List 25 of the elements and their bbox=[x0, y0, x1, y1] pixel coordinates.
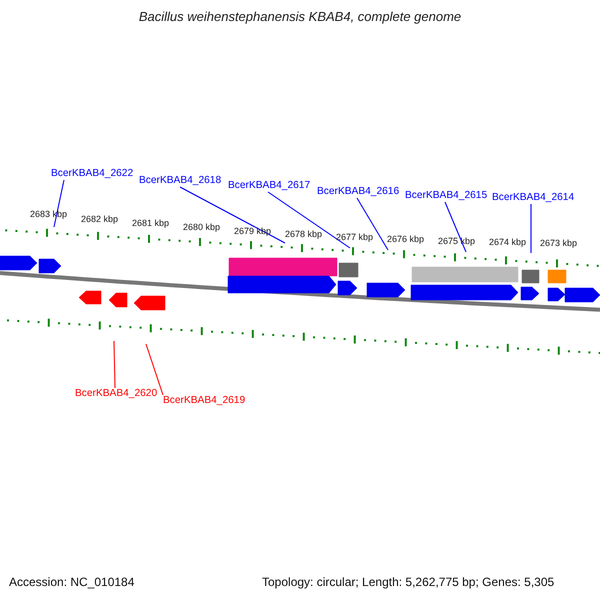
footer-text: Accession: NC_010184 bbox=[9, 575, 134, 589]
scale-label: 2676 kbp bbox=[387, 235, 424, 244]
leader-line bbox=[356, 198, 388, 250]
gene-label: BcerKBAB4_2616 bbox=[317, 186, 400, 198]
gene-label: BcerKBAB4_2620 bbox=[75, 388, 158, 400]
gene-label: BcerKBAB4_2617 bbox=[228, 180, 310, 192]
scale-label: 2677 kbp bbox=[336, 233, 374, 242]
gene-label: BcerKBAB4_2622 bbox=[51, 168, 134, 180]
leader-line bbox=[444, 202, 466, 252]
leader-line bbox=[268, 192, 350, 248]
leader-line bbox=[146, 344, 164, 396]
gene-label: BcerKBAB4_2618 bbox=[139, 175, 222, 187]
scale-label: 2673 kbp bbox=[540, 239, 578, 248]
scale-label: 2680 kbp bbox=[183, 223, 220, 232]
gene-label: BcerKBAB4_2615 bbox=[405, 190, 488, 202]
leader-line bbox=[530, 204, 532, 254]
leader-line bbox=[114, 340, 116, 388]
leader-line bbox=[180, 186, 286, 244]
gene-label: BcerKBAB4_2614 bbox=[492, 192, 574, 204]
footer-text: Topology: circular; Length: 5,262,775 bp; Genes: 5,305 bbox=[262, 575, 554, 589]
scale-label: 2675 kbp bbox=[438, 237, 476, 246]
scale-label: 2678 kbp bbox=[285, 230, 322, 239]
title: Bacillus weihenstephanensis KBAB4, complete genome bbox=[138, 9, 462, 24]
scale-label: 2674 kbp bbox=[489, 238, 526, 247]
gene-label: BcerKBAB4_2619 bbox=[163, 395, 246, 407]
